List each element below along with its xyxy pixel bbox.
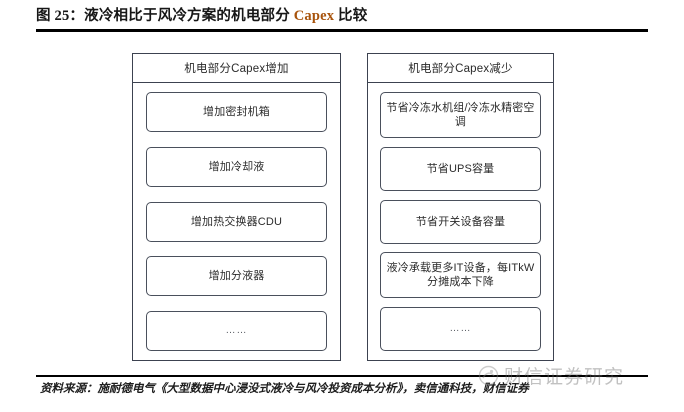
list-item: 节省冷冻水机组/冷冻水精密空调 <box>380 92 541 138</box>
panel-body-decrease: 节省冷冻水机组/冷冻水精密空调 节省UPS容量 节省开关设备容量 液冷承载更多I… <box>368 83 553 360</box>
panel-body-increase: 增加密封机箱 增加冷却液 增加热交换器CDU 增加分液器 …… <box>133 83 340 360</box>
capex-comparison-diagram: 机电部分Capex增加 增加密封机箱 增加冷却液 增加热交换器CDU 增加分液器… <box>132 53 554 363</box>
panel-header-increase: 机电部分Capex增加 <box>133 54 340 83</box>
footer-divider <box>36 375 648 377</box>
list-item: 增加密封机箱 <box>146 92 327 132</box>
list-item: 液冷承载更多IT设备，每ITkW分摊成本下降 <box>380 252 541 299</box>
panel-capex-decrease: 机电部分Capex减少 节省冷冻水机组/冷冻水精密空调 节省UPS容量 节省开关… <box>367 53 554 361</box>
source-note: 资料来源：施耐德电气《大型数据中心浸没式液冷与风冷投资成本分析》，卖信通科技，财… <box>40 383 529 395</box>
list-item: 增加分液器 <box>146 256 327 297</box>
list-item: 节省开关设备容量 <box>380 199 541 244</box>
figure-title-block: 图 25：液冷相比于风冷方案的机电部分 Capex 比较 <box>36 6 648 32</box>
panel-capex-increase: 机电部分Capex增加 增加密封机箱 增加冷却液 增加热交换器CDU 增加分液器… <box>132 53 341 361</box>
list-item: 增加冷却液 <box>146 146 327 187</box>
figure-title-tail: 比较 <box>334 8 368 24</box>
list-item: 增加热交换器CDU <box>146 201 327 242</box>
figure-title-accent: Capex <box>293 8 335 24</box>
list-item: 节省UPS容量 <box>380 146 541 191</box>
title-divider <box>36 29 648 32</box>
list-item-ellipsis: …… <box>146 311 327 351</box>
list-item-ellipsis: …… <box>380 307 541 351</box>
page-title: 图 25：液冷相比于风冷方案的机电部分 Capex 比较 <box>36 6 648 26</box>
panel-header-decrease: 机电部分Capex减少 <box>368 54 553 83</box>
figure-title-lead: 图 25：液冷相比于风冷方案的机电部分 <box>36 8 294 24</box>
